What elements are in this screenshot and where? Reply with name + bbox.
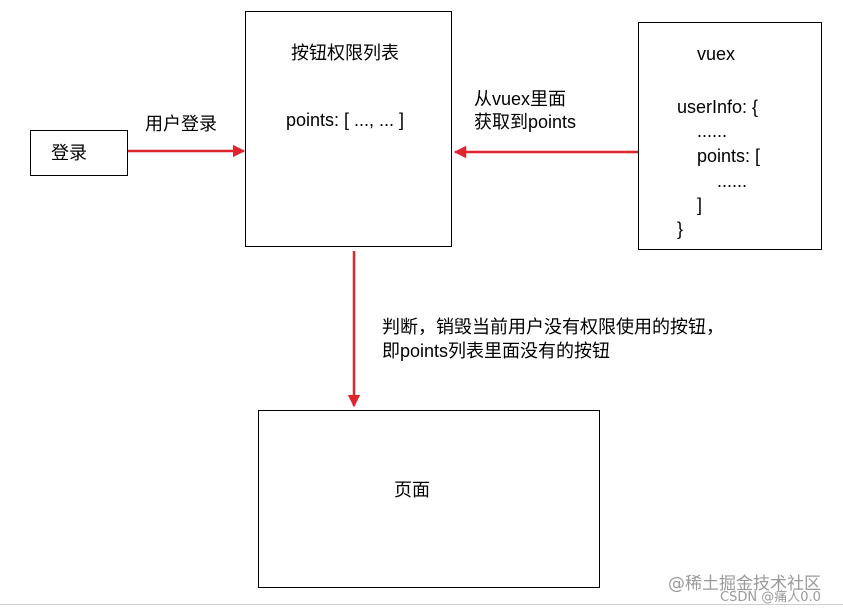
author-watermark: CSDN @痛人0.0	[720, 590, 821, 605]
points-array: points: [ ..., ... ]	[286, 110, 405, 130]
vuex-title: vuex	[697, 44, 736, 64]
vuex-line-3: ......	[677, 171, 748, 191]
vuex-arrow-label-line2: 获取到points	[474, 112, 577, 132]
vuex-line-4: ]	[677, 195, 703, 215]
login-arrow-label: 用户登录	[145, 114, 217, 134]
login-label: 登录	[51, 143, 87, 163]
down-arrow-label-line1: 判断，销毁当前用户没有权限使用的按钮，	[382, 317, 724, 337]
permission-list-title: 按钮权限列表	[291, 43, 399, 63]
permission-list-box: 按钮权限列表 points: [ ..., ... ]	[245, 11, 452, 247]
vuex-box: vuex userInfo: { ...... points: [ ......…	[638, 22, 822, 250]
down-arrow-label-line2: 即points列表里面没有的按钮	[382, 341, 611, 361]
vuex-line-1: ......	[677, 121, 728, 141]
bottom-divider	[0, 604, 843, 605]
vuex-line-0: userInfo: {	[677, 97, 759, 117]
page-box: 页面	[258, 410, 600, 588]
vuex-arrow-label-line1: 从vuex里面	[474, 89, 567, 109]
login-box: 登录	[30, 130, 128, 176]
vuex-line-2: points: [	[677, 146, 761, 166]
page-label: 页面	[394, 480, 430, 500]
site-watermark: @稀土掘金技术社区	[668, 574, 821, 594]
vuex-line-5: }	[677, 219, 684, 239]
